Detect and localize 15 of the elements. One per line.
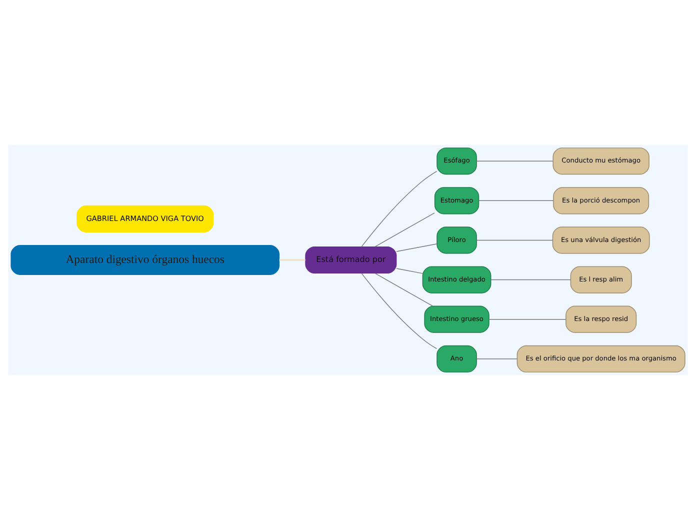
connector [396,243,438,252]
connector [374,212,435,248]
connector [488,318,566,320]
connector [361,273,438,350]
connector [478,200,554,202]
connector [476,240,553,241]
connector [476,358,518,360]
connector [279,259,306,261]
node-box: Aparato digestivo órganos huecos [10,244,280,276]
connector [490,279,571,280]
connector [374,272,434,306]
connector [361,170,438,247]
connector [476,160,554,162]
node-box: GABRIEL ARMANDO VIGA TOVIO [76,205,214,233]
connector [396,268,423,274]
